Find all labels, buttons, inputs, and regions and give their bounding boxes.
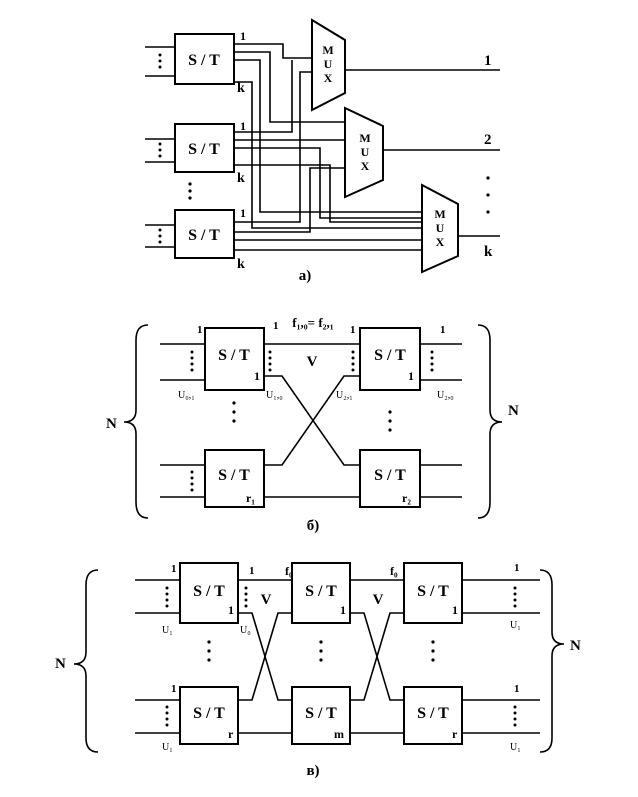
- right-brace: [539, 569, 565, 753]
- panel-c: N N S / T 1 S: [55, 562, 581, 779]
- n-label: N: [55, 656, 66, 672]
- st-block-label: S / T: [218, 347, 250, 364]
- panel-b-st-block: S / T 1: [204, 327, 265, 391]
- panel-c-st-block: S / T r: [179, 686, 239, 745]
- panel-b-st-block: S / T 1: [359, 327, 421, 391]
- left-brace: [73, 569, 99, 753]
- port-label: 1: [171, 683, 177, 695]
- port-label: 1: [514, 562, 520, 574]
- st-block-label: S / T: [374, 467, 406, 484]
- frequency-label: f₀: [285, 564, 293, 578]
- frequency-label: f₀: [390, 564, 398, 578]
- u-label: U₀,₁: [178, 390, 195, 401]
- panel-a-st-block: S / T: [174, 209, 235, 259]
- port-label: k: [237, 257, 245, 272]
- mux-letter: U: [324, 57, 333, 71]
- u-label: U₂,₁: [336, 390, 353, 401]
- n-label: N: [508, 403, 519, 419]
- block-index: m: [334, 727, 344, 741]
- u-label: U₁: [510, 742, 521, 753]
- port-label: 1: [249, 565, 255, 577]
- panel-a: S / T S / T S / T 1 k 1 k 1 k M U X M U …: [145, 18, 500, 284]
- left-brace: [123, 324, 149, 519]
- u-label: U₂,₀: [437, 390, 454, 401]
- port-label: 1: [240, 29, 246, 43]
- panel-b: N N S / T 1 S / T r₁: [106, 315, 519, 534]
- block-index: r: [452, 727, 458, 741]
- st-block-label: S / T: [188, 141, 220, 158]
- st-block-label: S / T: [305, 583, 337, 600]
- u-label: U₀: [240, 625, 251, 636]
- mux-letter: X: [436, 235, 445, 249]
- port-label: 1: [514, 683, 520, 695]
- block-index: 1: [228, 603, 234, 617]
- st-block-label: S / T: [188, 52, 220, 69]
- st-block-label: S / T: [305, 705, 337, 722]
- frequency-label: f₁,₀= f₂,₁: [292, 315, 334, 330]
- mux-block: M U X: [344, 106, 384, 199]
- block-index: r₁: [246, 491, 255, 505]
- mux-letter: X: [324, 71, 333, 85]
- block-index: r: [228, 727, 234, 741]
- block-index: 1: [408, 369, 414, 383]
- port-label: 1: [197, 324, 203, 336]
- st-block-label: S / T: [193, 583, 225, 600]
- panel-b-st-block: S / T r₂: [359, 449, 421, 508]
- panel-c-st-block: S / T r: [403, 686, 463, 745]
- block-index: 1: [340, 603, 346, 617]
- panel-a-st-block: S / T: [174, 33, 235, 85]
- st-block-label: S / T: [188, 227, 220, 244]
- panel-b-st-block: S / T r₁: [204, 449, 265, 508]
- port-label: 1: [273, 320, 279, 332]
- output-label: 1: [484, 53, 492, 69]
- block-index: 1: [254, 369, 260, 383]
- st-block-label: S / T: [218, 467, 250, 484]
- mux-block: M U X: [311, 18, 346, 112]
- block-index: 1: [452, 603, 458, 617]
- u-label: U₁: [162, 625, 173, 636]
- st-block-label: S / T: [417, 705, 449, 722]
- output-label: k: [484, 244, 493, 260]
- mux-letter: M: [359, 131, 370, 145]
- panel-c-caption: в): [306, 763, 319, 779]
- port-label: 1: [240, 119, 246, 133]
- panel-c-st-block: S / T 1: [291, 562, 351, 624]
- port-label: k: [237, 81, 245, 96]
- mux-block: M U X: [421, 183, 459, 274]
- mux-letter: U: [361, 145, 370, 159]
- v-label: V: [261, 592, 272, 608]
- block-index: r₂: [402, 491, 411, 505]
- n-label: N: [106, 416, 117, 432]
- st-block-label: S / T: [193, 705, 225, 722]
- mux-letter: U: [436, 221, 445, 235]
- port-label: k: [237, 171, 245, 186]
- u-label: U₁,₀: [266, 390, 283, 401]
- st-block-label: S / T: [374, 347, 406, 364]
- n-label: N: [570, 638, 581, 654]
- output-label: 2: [484, 132, 492, 148]
- mux-letter: X: [361, 159, 370, 173]
- panel-c-st-block: S / T 1: [179, 562, 239, 624]
- panel-c-st-block: S / T m: [291, 686, 351, 745]
- u-label: U₁: [162, 742, 173, 753]
- st-block-label: S / T: [417, 583, 449, 600]
- mux-letter: M: [434, 207, 445, 221]
- u-label: U₁: [510, 620, 521, 631]
- panel-a-routing-wires: [234, 43, 422, 251]
- right-brace: [477, 324, 503, 519]
- v-label: V: [307, 354, 318, 370]
- port-label: 1: [171, 563, 177, 575]
- mux-letter: M: [322, 43, 333, 57]
- panel-b-caption: б): [307, 518, 320, 534]
- panel-c-st-block: S / T 1: [403, 562, 463, 624]
- panel-a-caption: а): [299, 268, 312, 284]
- panel-a-inputs: [145, 46, 192, 248]
- port-label: 1: [240, 206, 246, 220]
- panel-a-st-block: S / T: [174, 123, 235, 173]
- port-label: 1: [440, 324, 446, 336]
- port-label: 1: [350, 324, 356, 336]
- v-label: V: [373, 592, 384, 608]
